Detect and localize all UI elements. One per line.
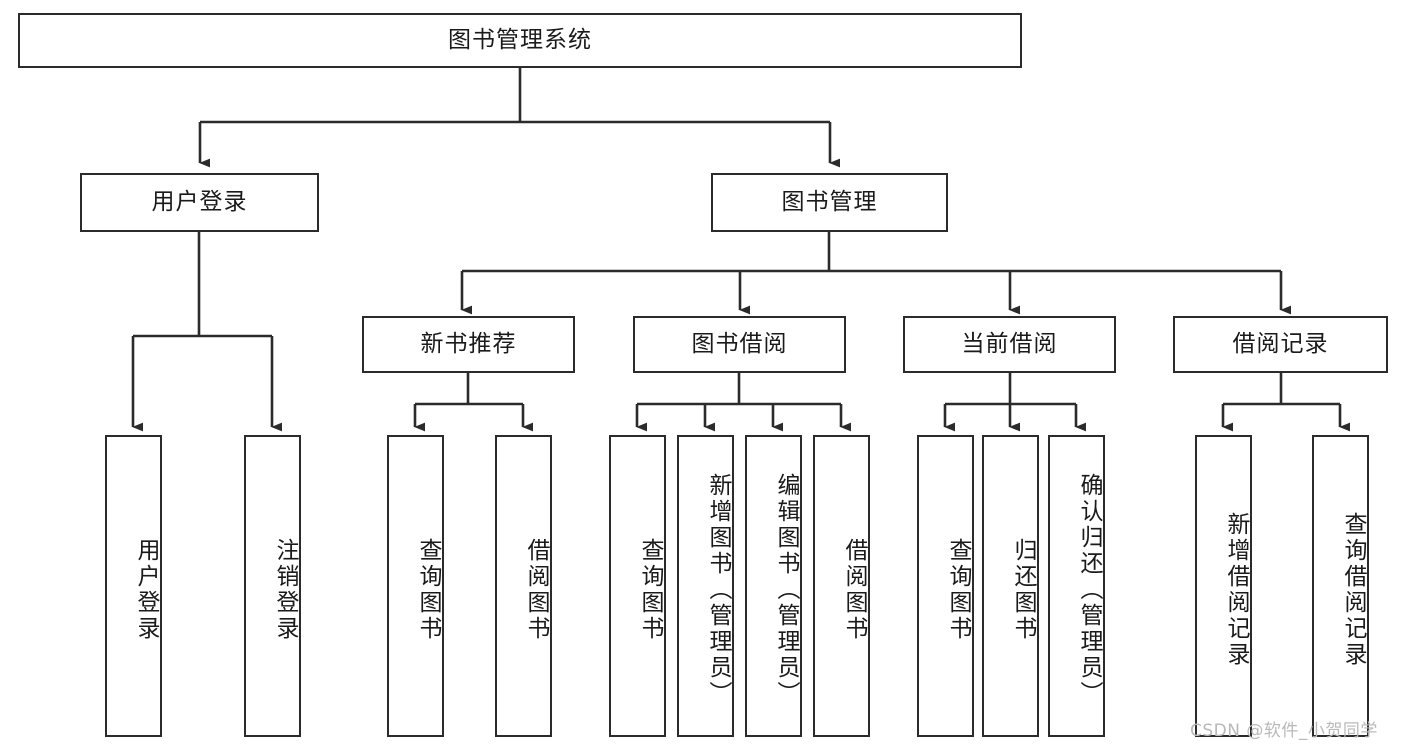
node-label: 图书管理 <box>781 188 878 215</box>
node-label: 新增图书（管理员） <box>705 473 731 707</box>
node-label: 借阅图书 <box>523 538 549 642</box>
node-leaf-add-record[interactable]: 新增借阅记录 <box>1195 435 1252 737</box>
csdn-watermark: CSDN @软件_小贺同学 <box>1190 721 1378 741</box>
node-label: 用户登录 <box>151 188 248 215</box>
node-leaf-edit-book[interactable]: 编辑图书（管理员） <box>745 435 802 737</box>
node-book-management[interactable]: 图书管理 <box>711 173 948 232</box>
node-borrow-record[interactable]: 借阅记录 <box>1173 316 1388 373</box>
node-label: 归还图书 <box>1010 538 1036 642</box>
book-management-connectors <box>460 232 1292 315</box>
current-borrow-connectors <box>943 373 1087 432</box>
book-borrow-connectors <box>635 373 852 432</box>
node-new-book-recommend[interactable]: 新书推荐 <box>362 316 575 373</box>
node-label: 查询图书 <box>415 538 441 642</box>
root-connectors <box>198 68 841 168</box>
node-label: 查询图书 <box>945 538 971 642</box>
node-leaf-return-book[interactable]: 归还图书 <box>982 435 1039 737</box>
node-leaf-confirm-return[interactable]: 确认归还（管理员） <box>1048 435 1105 737</box>
new-book-recommend-connectors <box>413 373 534 432</box>
node-book-borrow[interactable]: 图书借阅 <box>633 316 846 373</box>
node-leaf-add-book[interactable]: 新增图书（管理员） <box>677 435 734 737</box>
node-root-system[interactable]: 图书管理系统 <box>18 13 1022 68</box>
borrow-record-connectors <box>1221 373 1351 432</box>
node-label: 当前借阅 <box>961 330 1058 357</box>
node-label: 新增借阅记录 <box>1223 512 1249 668</box>
node-label: 确认归还（管理员） <box>1076 473 1102 707</box>
node-current-borrow[interactable]: 当前借阅 <box>903 316 1116 373</box>
node-label: 新书推荐 <box>420 330 517 357</box>
node-label: 图书管理系统 <box>448 26 592 53</box>
node-label: 注销登录 <box>272 538 298 642</box>
node-leaf-query-book-2[interactable]: 查询图书 <box>609 435 666 737</box>
node-label: 图书借阅 <box>691 330 788 357</box>
node-label: 查询借阅记录 <box>1340 512 1366 668</box>
node-leaf-query-record[interactable]: 查询借阅记录 <box>1312 435 1369 737</box>
node-leaf-query-book-3[interactable]: 查询图书 <box>917 435 974 737</box>
node-label: 借阅记录 <box>1232 330 1329 357</box>
user-login-connectors <box>131 232 283 432</box>
node-leaf-query-book-1[interactable]: 查询图书 <box>387 435 444 737</box>
node-leaf-borrow-book-1[interactable]: 借阅图书 <box>495 435 552 737</box>
node-label: 借阅图书 <box>841 538 867 642</box>
node-label: 查询图书 <box>637 538 663 642</box>
node-user-login[interactable]: 用户登录 <box>80 173 319 232</box>
node-leaf-user-login[interactable]: 用户登录 <box>105 435 162 737</box>
node-leaf-logout-login[interactable]: 注销登录 <box>244 435 301 737</box>
node-label: 编辑图书（管理员） <box>773 473 799 707</box>
node-label: 用户登录 <box>133 538 159 642</box>
node-leaf-borrow-book-2[interactable]: 借阅图书 <box>813 435 870 737</box>
